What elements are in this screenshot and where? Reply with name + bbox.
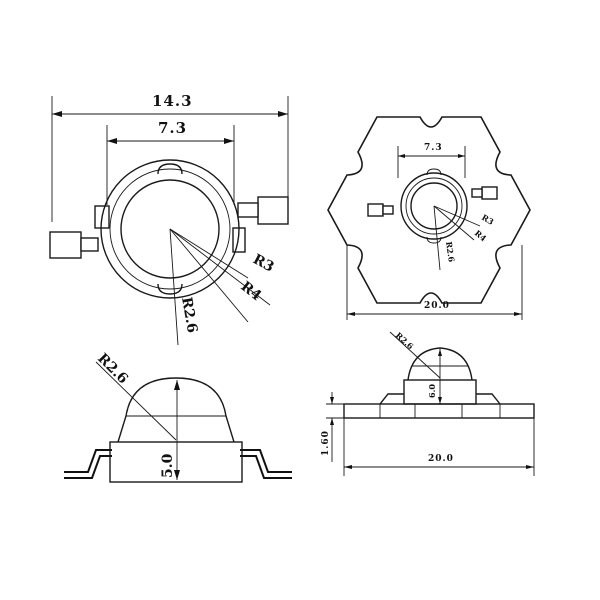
right-lead	[237, 202, 259, 218]
bottom-right-board-side-view: R2.6 6.0 1.60 20.0	[321, 330, 535, 476]
side-height-label: 5.0	[160, 453, 176, 478]
board-emitter-height-label: 6.0	[427, 384, 437, 398]
left-lead	[80, 237, 99, 252]
emitter-body	[109, 441, 243, 483]
board-side	[343, 403, 535, 419]
inner-width-label: 7.3	[158, 119, 187, 137]
lens-dome	[117, 377, 235, 443]
radius-r4-label: R4	[238, 279, 265, 305]
housing-mid-circle	[109, 168, 231, 290]
board-thickness-label: 1.60	[321, 430, 331, 456]
right-solder-pad	[257, 196, 289, 225]
board-side-width-label: 20.0	[428, 454, 454, 464]
radius-r3-label: R3	[250, 251, 276, 275]
radius-r26-label: R2.6	[178, 296, 200, 334]
star-inner-width-label: 7.3	[424, 143, 443, 153]
right-bent-lead	[240, 449, 292, 473]
overall-width-label: 14.3	[152, 92, 193, 110]
lens-circle	[120, 179, 220, 279]
left-bent-lead	[64, 449, 112, 473]
housing-outer-circle	[100, 159, 240, 299]
top-left-plan-view: 14.3 7.3 R3 R4 R2.6	[49, 92, 289, 346]
star-radius-r26-label: R2.6	[444, 241, 457, 263]
star-board-width-label: 20.0	[424, 301, 450, 311]
top-right-star-board-view: 7.3 R3 R4 R2.6 20.0	[327, 116, 531, 320]
board-radius-r26-label: R2.6	[394, 330, 416, 351]
side-radius-r26-label: R2.6	[94, 351, 131, 388]
bottom-left-side-view: R2.6 5.0	[64, 351, 292, 483]
left-solder-pad	[49, 231, 82, 259]
star-board-outline	[327, 116, 531, 304]
